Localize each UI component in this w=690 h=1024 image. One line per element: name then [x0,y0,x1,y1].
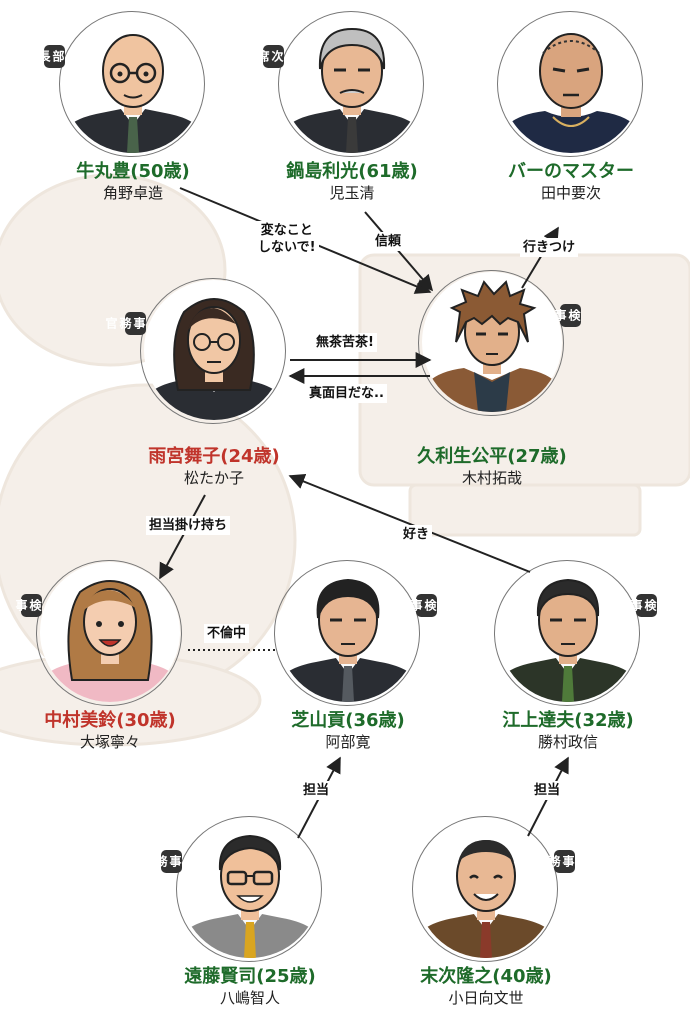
actor-name: 八嶋智人 [219,989,280,1007]
label-henna: 変なこと しないで! [255,221,319,257]
character-name: 芝山貢(36歳) [291,710,405,731]
label-shinrai: 信頼 [372,232,405,251]
character-name: 久利生公平(27歳) [417,446,567,467]
role-tag: 検事 [409,594,437,617]
actor-name: 小日向文世 [448,989,524,1007]
label-suki: 好き [400,525,433,544]
role-tag: 事務官 [104,312,146,335]
character-name: 江上達夫(32歳) [502,710,634,731]
label-furin: 不倫中 [204,624,250,643]
label-majime: 真面目だな.. [306,384,387,403]
label-tanto1: 担当 [300,781,333,800]
portrait-ring [140,278,286,424]
character-name: 末次隆之(40歳) [420,966,552,987]
character-name: バーのマスター [508,161,634,182]
actor-name: 勝村政信 [537,733,598,751]
role-tag: 検事 [629,594,657,617]
character-name: 牛丸豊(50歳) [76,161,190,182]
label-ikitsuke: 行きつけ [520,238,579,257]
role-tag: 部長検事 [9,45,65,68]
role-tag: 事務官 [140,850,182,873]
portrait-ring [418,270,564,416]
character-name: 鍋島利光(61歳) [286,161,418,182]
portrait-ring [59,11,205,157]
role-tag: 検事 [14,594,42,617]
portrait-ring [176,816,322,962]
character-name: 雨宮舞子(24歳) [148,446,280,467]
portrait-ring [278,11,424,157]
actor-name: 児玉清 [329,184,375,202]
role-tag: 検事 [553,304,581,327]
actor-name: 大塚寧々 [79,733,140,751]
label-tanto2: 担当 [531,781,564,800]
role-tag: 事務官 [533,850,575,873]
actor-name: 木村拓哉 [461,469,522,487]
actor-name: 田中要次 [540,184,601,202]
actor-name: 阿部寛 [325,733,371,751]
label-tanto-kake: 担当掛け持ち [146,516,231,535]
portrait-ring [274,560,420,706]
portrait-ring [36,560,182,706]
actor-name: 角野卓造 [102,184,163,202]
label-muchakucha: 無茶苦茶! [313,333,377,352]
character-name: 中村美鈴(30歳) [44,710,176,731]
role-tag: 次席検事 [228,45,284,68]
portrait-ring [497,11,643,157]
portrait-ring [494,560,640,706]
character-name: 遠藤賢司(25歳) [184,966,316,987]
portrait-ring [412,816,558,962]
actor-name: 松たか子 [183,469,244,487]
